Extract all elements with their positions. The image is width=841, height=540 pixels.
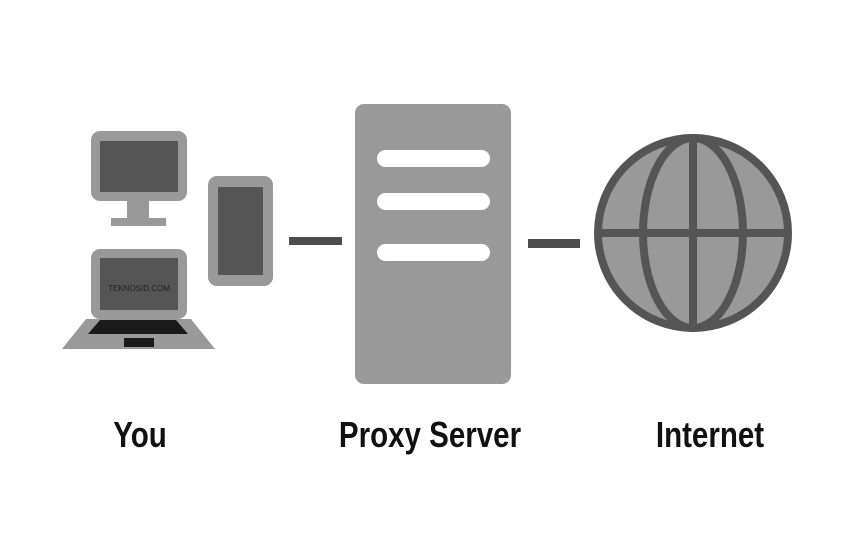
node-label-proxy-server: Proxy Server: [338, 414, 522, 455]
server-slot-3: [377, 244, 490, 261]
laptop-icon: TEKNOSID.COM: [62, 249, 215, 349]
node-label-you: You: [113, 414, 167, 455]
watermark-text: TEKNOSID.COM: [108, 284, 170, 293]
desktop-monitor-icon: [91, 131, 187, 226]
connector-you-proxy: [289, 237, 342, 245]
smartphone-icon: [208, 176, 273, 286]
globe-icon: [594, 134, 792, 332]
connector-proxy-internet: [528, 239, 580, 248]
you-devices-group: TEKNOSID.COM: [62, 131, 273, 349]
server-icon: [355, 104, 511, 384]
server-slot-2: [377, 193, 490, 210]
node-label-internet: Internet: [655, 414, 765, 455]
server-slot-1: [377, 150, 490, 167]
